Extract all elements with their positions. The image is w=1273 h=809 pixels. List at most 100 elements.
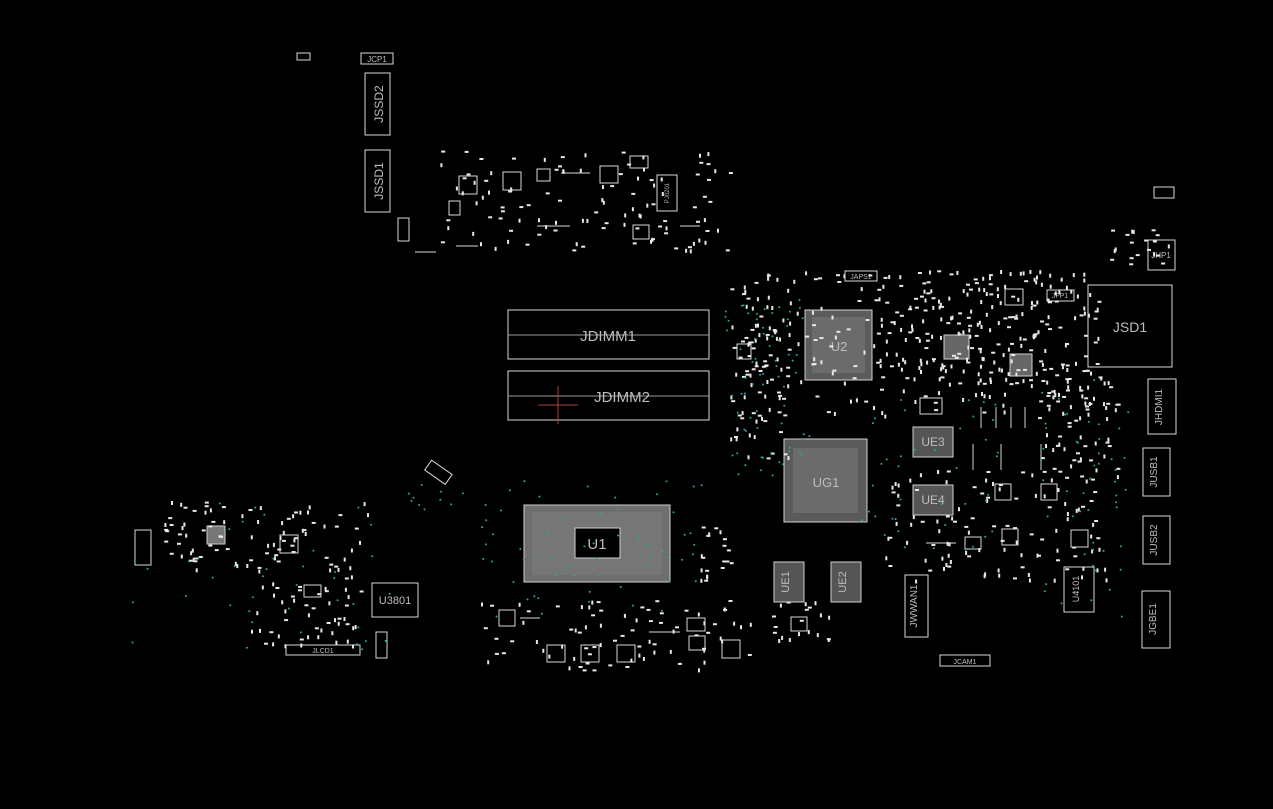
pad: [757, 391, 762, 394]
chip-ug1[interactable]: UG1: [783, 438, 868, 523]
pad: [897, 493, 900, 498]
chip-mid-right-2[interactable]: [1040, 483, 1058, 501]
pad: [1065, 285, 1068, 290]
pad: [560, 156, 565, 159]
pad: [543, 157, 546, 162]
pad: [1109, 386, 1114, 389]
chip-left-of-u2[interactable]: [736, 343, 752, 360]
connector-jlcd1[interactable]: JLCD1: [285, 644, 361, 656]
chip-left-cluster[interactable]: [206, 525, 226, 545]
power-cluster-top[interactable]: [415, 155, 700, 253]
via: [357, 506, 360, 509]
pad: [311, 607, 316, 610]
via: [537, 597, 540, 600]
power-cluster-bottom[interactable]: [498, 609, 741, 663]
via: [384, 639, 387, 642]
pad: [853, 365, 858, 368]
via: [407, 492, 410, 495]
chip-mid-right-3[interactable]: [1001, 528, 1019, 546]
chip-ic-near-u2[interactable]: [943, 334, 970, 360]
connector-jusb2[interactable]: JUSB2: [1142, 515, 1171, 565]
via: [913, 448, 916, 451]
pad: [669, 649, 672, 654]
pad: [548, 654, 551, 659]
pad: [976, 322, 979, 327]
pad: [562, 169, 565, 174]
pad: [909, 305, 912, 310]
via: [780, 422, 783, 425]
via: [522, 558, 525, 561]
pad: [211, 520, 216, 523]
chip-mid-right-1[interactable]: [994, 483, 1012, 501]
chip-ue2[interactable]: UE2: [830, 561, 862, 603]
connector-jcam1[interactable]: JCAM1: [939, 654, 991, 667]
connector-jssd1[interactable]: JSSD1: [364, 149, 391, 213]
pad: [938, 391, 940, 396]
pad: [1057, 488, 1060, 492]
pad: [989, 377, 992, 382]
chip-u4101[interactable]: U4101: [1063, 566, 1095, 613]
via: [364, 640, 367, 643]
connector-jgbe1[interactable]: JGBE1: [1141, 590, 1171, 649]
small-connector-bottom[interactable]: [375, 631, 388, 659]
chip-left-cluster-2[interactable]: [279, 534, 299, 554]
pad: [1058, 435, 1063, 438]
pad: [1076, 294, 1079, 299]
chip-left-cluster-3[interactable]: [303, 584, 322, 598]
vertical-parts-column[interactable]: [972, 407, 1042, 470]
jcam1-label: JCAM1: [954, 659, 977, 666]
pad: [1022, 379, 1025, 384]
connector-jssd2[interactable]: JSSD2: [364, 72, 391, 136]
via: [788, 446, 791, 449]
chip-ue3[interactable]: UE3: [912, 426, 954, 458]
small-part-ssd[interactable]: [397, 217, 410, 242]
chip-mid-right-5[interactable]: [964, 536, 982, 550]
pad: [646, 608, 651, 611]
slot-jdimm2[interactable]: JDIMM2: [507, 370, 710, 421]
connector-jusb1[interactable]: JUSB1: [1142, 447, 1171, 497]
pad: [518, 602, 521, 607]
chip-u3801[interactable]: U3801: [371, 582, 419, 618]
connector-jsd1[interactable]: JSD1: [1087, 284, 1173, 368]
connector-jfp1[interactable]: JFP1: [1046, 289, 1075, 302]
chip-small-mid[interactable]: [919, 397, 943, 415]
pad: [1083, 445, 1088, 448]
connector-pj0201[interactable]: PJ0201: [656, 174, 678, 212]
pad: [992, 482, 994, 486]
rotated-part[interactable]: [424, 459, 453, 486]
small-pad-topright[interactable]: [1153, 186, 1175, 199]
slot-jdimm1[interactable]: JDIMM1: [507, 309, 710, 360]
pad: [1114, 408, 1117, 413]
via: [1093, 464, 1096, 467]
pad: [962, 289, 965, 294]
jssd2-label: JSSD2: [372, 85, 386, 123]
connector-left-edge[interactable]: [134, 529, 152, 566]
via: [736, 452, 739, 455]
chip-mid-right-4[interactable]: [1070, 529, 1089, 548]
connector-jhp1[interactable]: JHP1: [1147, 239, 1176, 271]
pad: [192, 557, 195, 562]
pad: [1114, 247, 1117, 252]
pad: [653, 650, 656, 655]
via: [1110, 458, 1113, 461]
small-pad-topleft[interactable]: [296, 52, 311, 61]
chip-ic-right[interactable]: [1009, 353, 1033, 377]
chip-ue1[interactable]: UE1: [773, 561, 805, 603]
chip-below-ue1[interactable]: [790, 616, 808, 632]
via: [537, 553, 540, 556]
via: [996, 451, 999, 454]
chip-small-top[interactable]: [1004, 288, 1024, 306]
chip-ue4[interactable]: UE4: [912, 484, 954, 516]
via: [512, 580, 515, 583]
pad: [473, 180, 476, 185]
chip-u1[interactable]: U1: [523, 504, 671, 583]
chip-u2[interactable]: U2: [804, 309, 873, 381]
via: [185, 594, 188, 597]
connector-jcp1[interactable]: JCP1: [360, 52, 394, 65]
pad: [899, 284, 904, 287]
pad: [982, 411, 987, 414]
pad: [1020, 553, 1023, 558]
connector-jhdmi1[interactable]: JHDMI1: [1147, 378, 1177, 435]
connector-jwwan1[interactable]: JWWAN1: [904, 574, 929, 638]
